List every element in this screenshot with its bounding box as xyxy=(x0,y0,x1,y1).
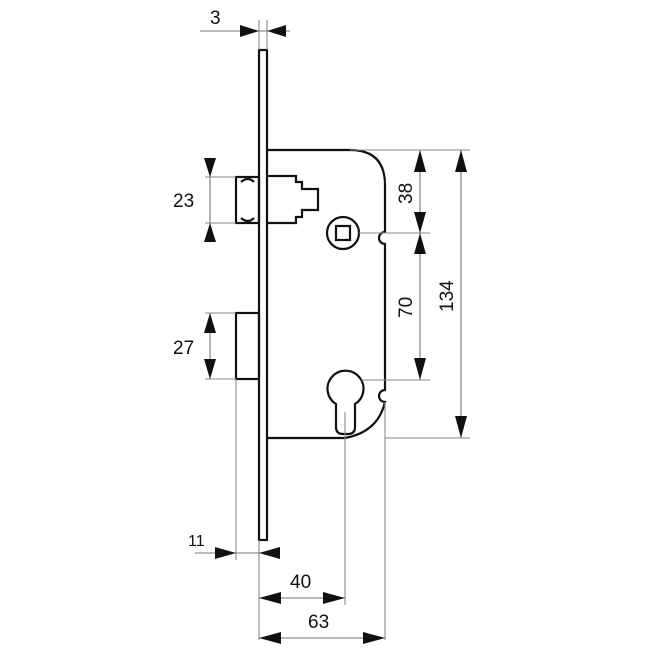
dim-label-40: 40 xyxy=(290,572,311,593)
dim-label-38: 38 xyxy=(396,183,417,204)
dim-label-134: 134 xyxy=(437,280,458,312)
spindle-hub xyxy=(325,215,361,251)
cylinder-hole xyxy=(326,369,365,436)
dim-label-27: 27 xyxy=(173,338,194,359)
dim-label-11: 11 xyxy=(188,533,205,550)
dim-label-23: 23 xyxy=(173,191,194,212)
dimension-134: 134 xyxy=(437,150,467,438)
lock-case xyxy=(267,148,387,440)
dim-label-3: 3 xyxy=(210,8,221,29)
dim-label-63: 63 xyxy=(308,612,329,633)
extension-lines xyxy=(205,20,470,640)
faceplate xyxy=(257,48,269,542)
dimension-23: 23 xyxy=(173,158,216,242)
dimension-11: 11 xyxy=(188,533,280,559)
dimension-70: 70 xyxy=(396,233,426,380)
dead-bolt xyxy=(234,311,261,381)
dimension-63: 63 xyxy=(259,612,385,644)
dim-label-70: 70 xyxy=(396,297,417,318)
dimension-38: 38 xyxy=(396,150,426,233)
dimension-27: 27 xyxy=(173,313,216,379)
dimension-40: 40 xyxy=(259,572,345,604)
dimension-3: 3 xyxy=(200,8,290,37)
latch-bolt xyxy=(234,174,320,225)
